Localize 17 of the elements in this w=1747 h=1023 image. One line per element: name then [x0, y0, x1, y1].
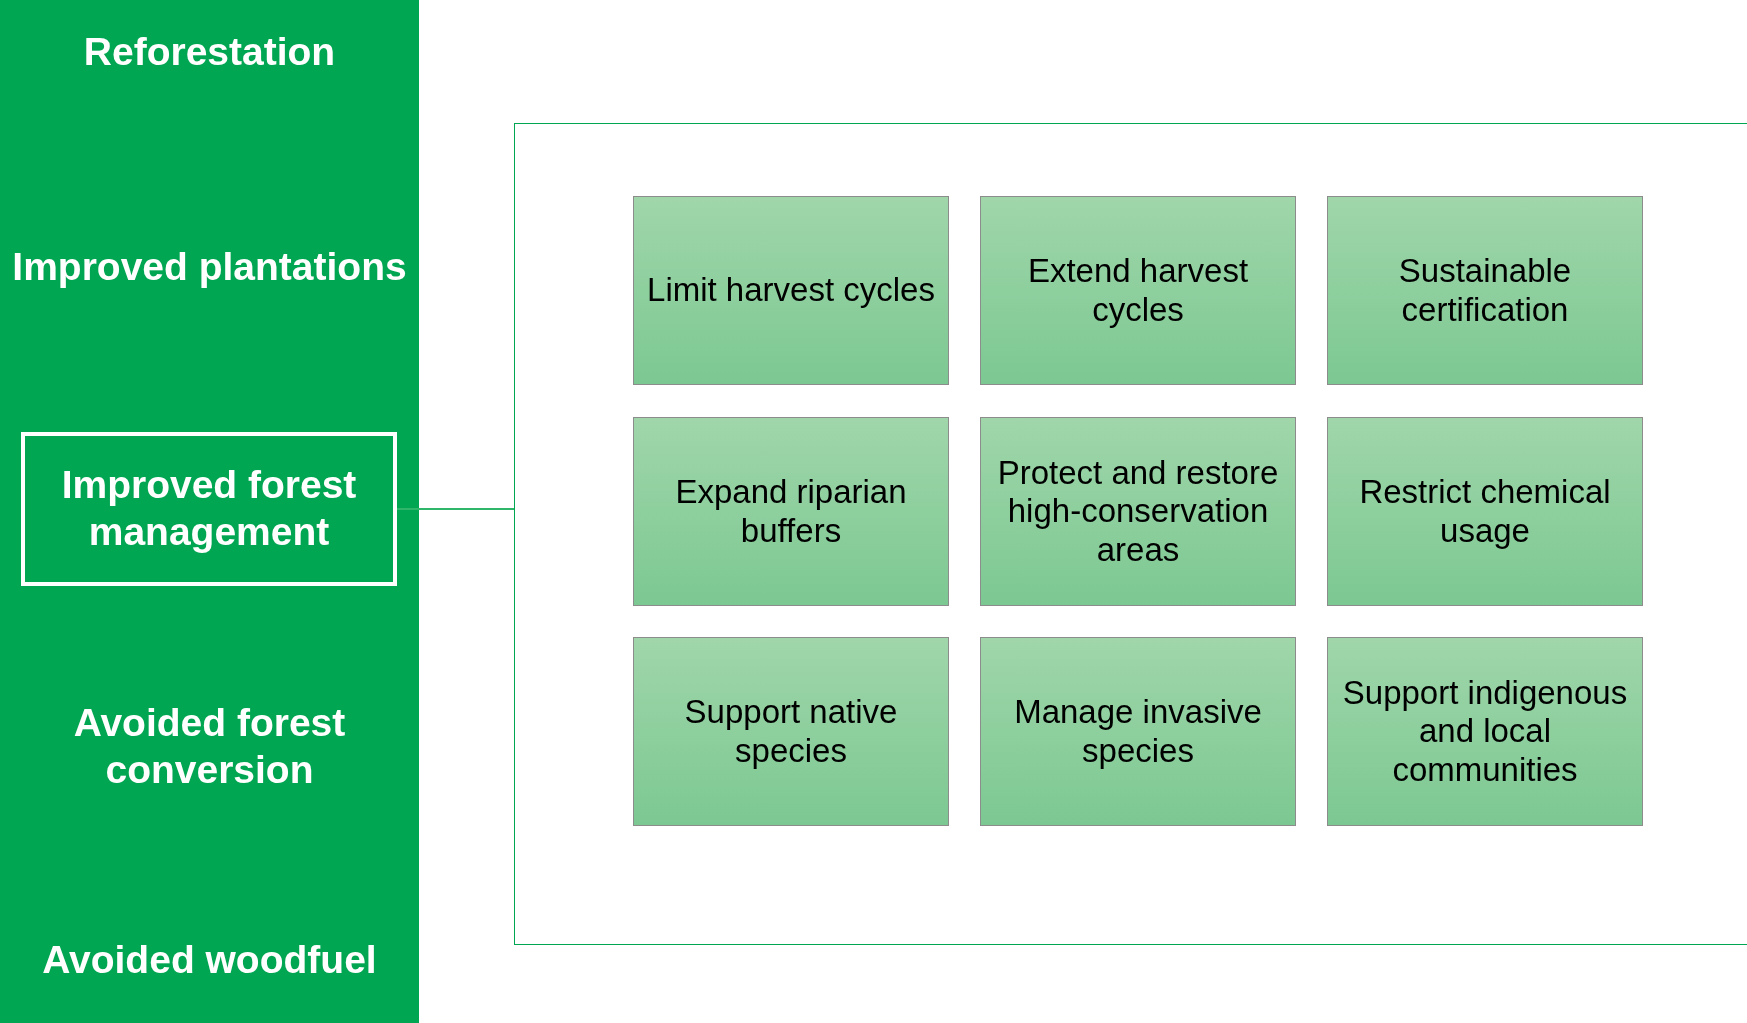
category-label: Avoided woodfuel — [41, 936, 378, 983]
selected-category-box: Improved forest management — [21, 432, 397, 586]
category-label: Avoided forest conversion — [72, 700, 347, 793]
practice-box: Limit harvest cycles — [633, 196, 949, 385]
practices-panel — [514, 123, 1747, 945]
practice-box: Extend harvest cycles — [980, 196, 1296, 385]
practice-box: Protect and restore high-conservation areas — [980, 417, 1296, 606]
practice-box: Support native species — [633, 637, 949, 826]
practice-box: Restrict chemical usage — [1327, 417, 1643, 606]
category-label: Improved plantations — [11, 243, 408, 290]
practice-box: Support indigenous and local communities — [1327, 637, 1643, 826]
practice-box: Expand riparian buffers — [633, 417, 949, 606]
category-label: Reforestation — [82, 28, 337, 75]
practice-box: Sustainable certification — [1327, 196, 1643, 385]
practice-box: Manage invasive species — [980, 637, 1296, 826]
connector-line — [397, 507, 514, 511]
category-band — [0, 0, 419, 1023]
